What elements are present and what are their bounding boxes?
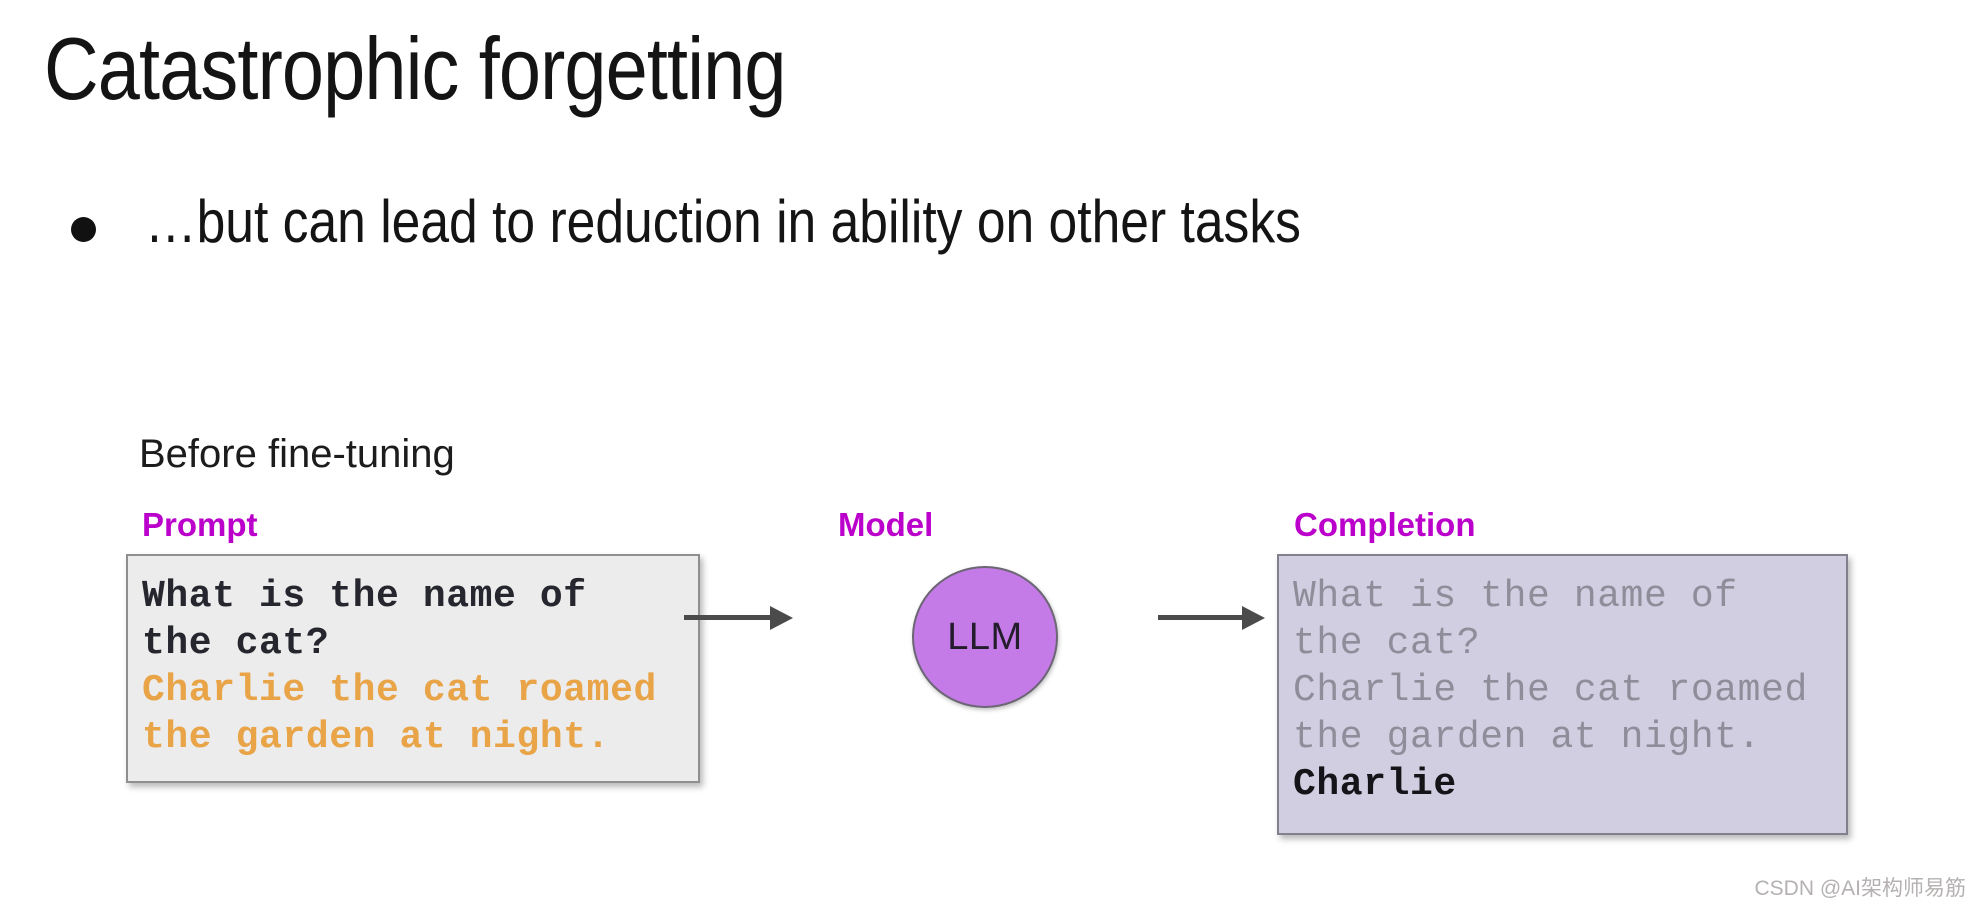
completion-echo-line: Charlie the cat roamed <box>1293 669 1808 712</box>
prompt-box: What is the name of the cat? Charlie the… <box>126 554 700 783</box>
prompt-context-line: the garden at night. <box>142 716 611 759</box>
prompt-to-model-arrow <box>684 615 772 620</box>
completion-answer-line: Charlie <box>1293 763 1457 806</box>
model-to-completion-arrow <box>1158 615 1244 620</box>
completion-column-label: Completion <box>1294 506 1476 543</box>
bullet-text: …but can lead to reduction in ability on… <box>145 188 1301 255</box>
completion-echo-line: the garden at night. <box>1293 716 1762 759</box>
completion-box: What is the name of the cat? Charlie the… <box>1277 554 1848 835</box>
llm-node-label: LLM <box>947 615 1023 658</box>
prompt-column-label: Prompt <box>142 506 258 543</box>
prompt-to-model-arrowhead-icon <box>770 606 793 630</box>
before-fine-tuning-label: Before fine-tuning <box>139 432 455 476</box>
llm-model-node: LLM <box>912 566 1058 708</box>
completion-echo-line: the cat? <box>1293 622 1481 665</box>
prompt-question-line: the cat? <box>142 622 330 665</box>
prompt-context-line: Charlie the cat roamed <box>142 669 657 712</box>
completion-echo-line: What is the name of <box>1293 575 1738 618</box>
model-to-completion-arrowhead-icon <box>1242 606 1265 630</box>
bullet-dot-icon <box>71 217 96 242</box>
watermark-text: CSDN @AI架构师易筋 <box>1754 877 1967 900</box>
slide-title: Catastrophic forgetting <box>44 19 787 118</box>
prompt-question-line: What is the name of <box>142 575 587 618</box>
model-column-label: Model <box>838 506 934 543</box>
